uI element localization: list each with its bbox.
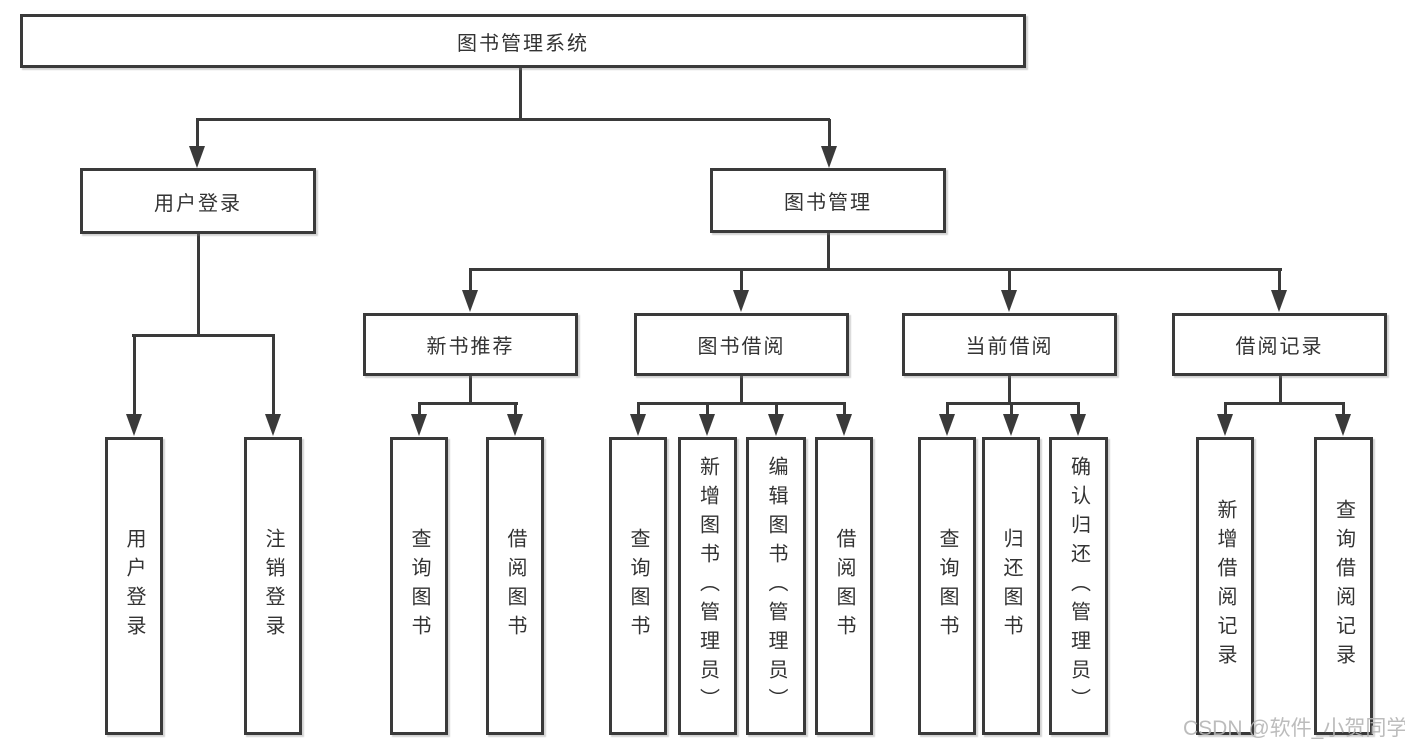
node-label: 借阅记录 — [1235, 336, 1324, 358]
arrow-down-icon — [733, 290, 749, 312]
connector-line — [1008, 375, 1011, 404]
connector-line — [827, 233, 830, 270]
node-rec-query-books: 查询图书 — [390, 437, 448, 735]
node-bb-edit-books-admin: 编辑图书（管理员） — [746, 437, 806, 735]
arrow-down-icon — [189, 146, 205, 168]
connector-line — [740, 375, 743, 404]
node-library-management-system: 图书管理系统 — [20, 14, 1026, 68]
connector-line — [514, 402, 517, 417]
node-label: 图书借阅 — [697, 336, 786, 358]
arrow-down-icon — [836, 414, 852, 436]
connector-line — [637, 402, 640, 417]
arrow-down-icon — [411, 414, 427, 436]
connector-line — [469, 375, 472, 404]
connector-line — [469, 269, 472, 293]
node-book-borrowing: 图书借阅 — [634, 313, 849, 376]
node-label: 查询图书 — [627, 528, 649, 644]
csdn-watermark: CSDN @软件_小贺同学 — [1183, 717, 1405, 740]
arrow-down-icon — [1003, 414, 1019, 436]
arrow-down-icon — [821, 146, 837, 168]
connector-line — [740, 269, 743, 293]
connector-line — [1279, 375, 1282, 404]
connector-line — [946, 402, 949, 417]
node-br-add-record: 新增借阅记录 — [1196, 437, 1254, 735]
arrow-down-icon — [265, 414, 281, 436]
node-cb-query-books: 查询图书 — [918, 437, 976, 735]
node-new-book-recommendation: 新书推荐 — [363, 313, 578, 376]
arrow-down-icon — [630, 414, 646, 436]
node-borrowing-records: 借阅记录 — [1172, 313, 1387, 376]
arrow-down-icon — [462, 290, 478, 312]
connector-line — [469, 268, 1282, 271]
connector-line — [196, 118, 830, 121]
node-label: 查询借阅记录 — [1332, 499, 1355, 673]
connector-line — [1010, 402, 1013, 417]
arrow-down-icon — [126, 414, 142, 436]
connector-line — [418, 402, 421, 417]
node-label: 归还图书 — [1000, 528, 1022, 644]
connector-line — [637, 402, 845, 405]
node-label: 确认归还（管理员） — [1067, 455, 1090, 717]
connector-line — [133, 335, 136, 417]
node-rec-borrow-books: 借阅图书 — [486, 437, 544, 735]
node-bb-borrow-books: 借阅图书 — [815, 437, 873, 735]
arrow-down-icon — [507, 414, 523, 436]
arrow-down-icon — [1070, 414, 1086, 436]
connector-line — [418, 402, 518, 405]
arrow-down-icon — [768, 414, 784, 436]
node-label: 新增借阅记录 — [1214, 499, 1236, 673]
connector-line — [1008, 269, 1011, 293]
node-label: 图书管理 — [784, 192, 872, 214]
connector-line — [272, 335, 275, 417]
connector-line — [775, 402, 778, 417]
node-bb-query-books: 查询图书 — [609, 437, 667, 735]
connector-line — [132, 334, 275, 337]
node-bb-add-books-admin: 新增图书（管理员） — [678, 437, 737, 735]
connector-line — [197, 234, 200, 336]
connector-line — [706, 402, 709, 417]
connector-line — [196, 119, 199, 149]
node-label: 借阅图书 — [504, 528, 526, 644]
node-label: 借阅图书 — [833, 528, 855, 644]
connector-line — [828, 119, 831, 149]
node-book-management: 图书管理 — [710, 168, 946, 233]
arrow-down-icon — [1335, 414, 1351, 436]
node-label: 查询图书 — [936, 528, 958, 644]
node-label: 用户登录 — [154, 192, 242, 215]
node-label: 查询图书 — [408, 528, 430, 644]
node-label: 图书管理系统 — [457, 32, 589, 55]
node-current-borrowing: 当前借阅 — [902, 313, 1117, 376]
connector-line — [843, 402, 846, 417]
arrow-down-icon — [1001, 290, 1017, 312]
node-user-login-leaf: 用户登录 — [105, 437, 163, 735]
node-logout: 注销登录 — [244, 437, 302, 735]
node-label: 当前借阅 — [965, 336, 1054, 358]
connector-line — [519, 67, 522, 120]
connector-line — [1224, 402, 1344, 405]
connector-line — [1077, 402, 1080, 417]
node-br-query-record: 查询借阅记录 — [1314, 437, 1373, 735]
arrow-down-icon — [1271, 290, 1287, 312]
connector-line — [1278, 269, 1281, 293]
arrow-down-icon — [939, 414, 955, 436]
node-label: 新增图书（管理员） — [696, 455, 719, 717]
connector-line — [1342, 402, 1345, 417]
node-label: 用户登录 — [123, 528, 145, 644]
node-user-login: 用户登录 — [80, 168, 316, 234]
arrow-down-icon — [1217, 414, 1233, 436]
node-label: 编辑图书（管理员） — [765, 455, 787, 717]
node-label: 注销登录 — [262, 528, 284, 644]
connector-line — [1224, 402, 1227, 417]
node-cb-return-books: 归还图书 — [982, 437, 1040, 735]
arrow-down-icon — [699, 414, 715, 436]
node-cb-confirm-return-admin: 确认归还（管理员） — [1049, 437, 1108, 735]
node-label: 新书推荐 — [426, 336, 515, 358]
